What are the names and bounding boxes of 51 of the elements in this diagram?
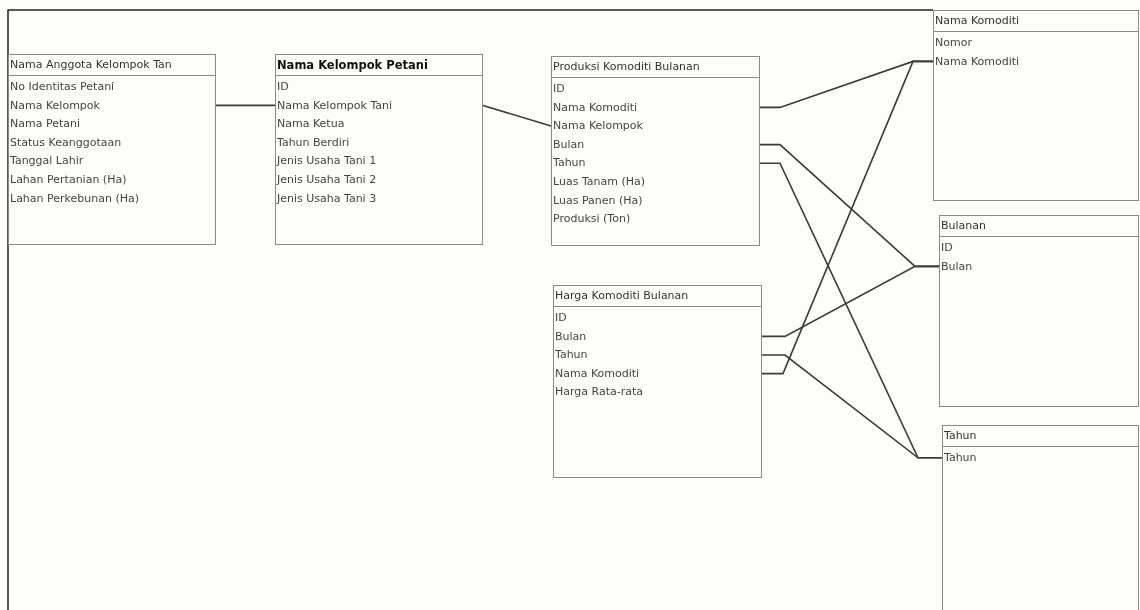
field-name: Luas Panen (Ha) bbox=[553, 192, 643, 209]
entity-table bbox=[942, 425, 1139, 610]
field-name: Bulan bbox=[553, 136, 585, 153]
field-name: Jenis Usaha Tani 2 bbox=[277, 171, 377, 188]
table-title: Nama Anggota Kelompok Tan bbox=[10, 57, 172, 73]
field-name: ID bbox=[553, 81, 565, 97]
field-name: Lahan Pertanian (Ha) bbox=[10, 171, 127, 188]
relationship-line bbox=[761, 265, 940, 338]
field-name: ID bbox=[277, 79, 289, 95]
field-name: Nama Petani bbox=[10, 116, 80, 133]
relationship-line bbox=[761, 354, 943, 459]
table-title: Bulanan bbox=[941, 218, 986, 234]
field-name: Jenis Usaha Tani 3 bbox=[277, 190, 377, 207]
table-title: Harga Komoditi Bulanan bbox=[555, 288, 689, 304]
entity-table bbox=[939, 215, 1139, 407]
field-name: Nama Ketua bbox=[277, 116, 345, 133]
field-name: Tahun Berdiri bbox=[277, 134, 350, 151]
entity-table bbox=[933, 10, 1139, 201]
field-name: Tahun bbox=[553, 155, 586, 172]
entity-table bbox=[8, 54, 216, 245]
field-name: Nama Komoditi bbox=[935, 53, 1020, 70]
field-name: Lahan Perkebunan (Ha) bbox=[10, 190, 140, 207]
table-title: Produksi Komoditi Bulanan bbox=[553, 59, 700, 75]
field-name: Nomor bbox=[935, 35, 972, 51]
field-name: Tahun bbox=[555, 347, 588, 364]
field-name: Produksi (Ton) bbox=[553, 211, 631, 228]
field-name: No Identitas Petani bbox=[10, 79, 115, 95]
field-name: Tanggal Lahir bbox=[10, 153, 84, 170]
relationship-line bbox=[215, 104, 276, 107]
table-title: Tahun bbox=[944, 428, 977, 444]
relationship-line bbox=[482, 104, 552, 127]
entity-table bbox=[551, 56, 760, 246]
table-title: Nama Komoditi bbox=[935, 13, 1020, 29]
field-name: Jenis Usaha Tani 1 bbox=[277, 153, 377, 170]
field-name: ID bbox=[555, 310, 567, 326]
field-name: Tahun bbox=[944, 450, 977, 466]
field-name: Nama Komoditi bbox=[555, 365, 640, 382]
field-name: Luas Tanam (Ha) bbox=[553, 173, 646, 190]
field-name: Nama Kelompok Tani bbox=[277, 97, 393, 114]
field-name: Status Keanggotaan bbox=[10, 134, 122, 151]
field-name: Nama Kelompok bbox=[10, 97, 100, 114]
field-name: Nama Kelompok bbox=[553, 118, 643, 135]
field-name: Bulan bbox=[941, 258, 973, 275]
entity-table bbox=[553, 285, 762, 478]
relationship-line bbox=[761, 60, 934, 375]
field-name: ID bbox=[941, 240, 953, 256]
entity-table bbox=[275, 54, 483, 245]
field-name: Harga Rata-rata bbox=[555, 384, 644, 401]
field-name: Nama Komoditi bbox=[553, 99, 638, 116]
table-title: Nama Kelompok Petani bbox=[277, 57, 428, 74]
field-name: Bulan bbox=[555, 328, 587, 345]
